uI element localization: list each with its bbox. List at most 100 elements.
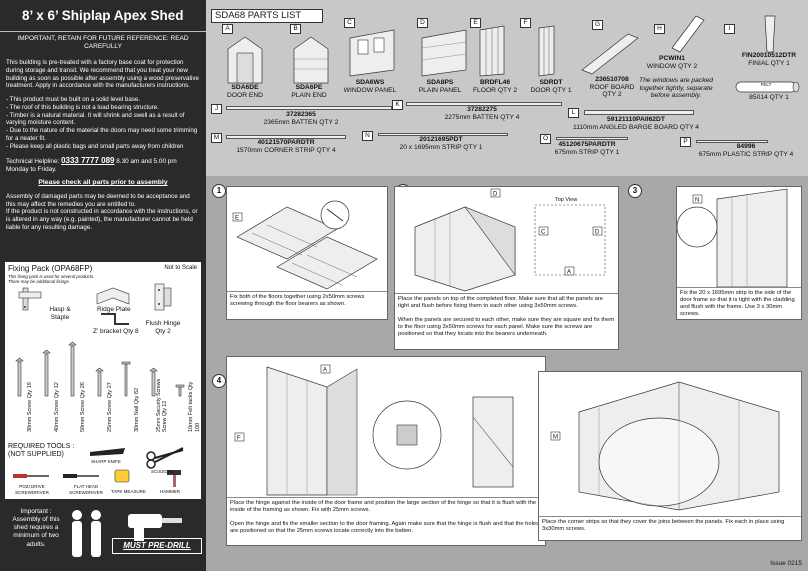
scissors-icon xyxy=(146,447,184,469)
svg-text:F: F xyxy=(237,436,241,442)
svg-text:M: M xyxy=(553,435,558,441)
part-letter: C xyxy=(344,18,355,28)
part-code: 59121110PAII62DT xyxy=(607,116,665,123)
part-code: 20121695PDT xyxy=(419,136,463,143)
fixing-pack-box: Fixing Pack (OPA68FP) Not to Scale This … xyxy=(5,262,201,445)
svg-text:N: N xyxy=(695,198,699,204)
damaged-parts-text: Assembly of damaged parts may be deemed … xyxy=(6,192,190,208)
tape-measure-icon xyxy=(114,469,130,483)
tool-label: TAPE MEASURE xyxy=(111,489,146,494)
part-name: PLAIN PANEL xyxy=(418,86,462,94)
part-code: BRDFL46 xyxy=(479,79,511,86)
tools-subtitle: (NOT SUPPLIED) xyxy=(8,451,64,458)
flush-hinge-label: Flush Hinge Qty 2 xyxy=(145,320,181,336)
retain-notice: IMPORTANT, RETAIN FOR FUTURE REFERENCE: … xyxy=(17,34,189,50)
step-5-caption: Place the corner strips so that they cov… xyxy=(539,516,801,540)
screw-label: 30mm Screw Qty 19 xyxy=(27,382,33,432)
part-code: 84996 xyxy=(736,143,756,150)
part-letter: L xyxy=(568,108,579,118)
part-code: SDA6WS xyxy=(355,79,385,86)
window-icon xyxy=(671,15,705,53)
part-letter: D xyxy=(417,18,428,28)
part-letter: M xyxy=(211,133,222,143)
part-code: 45120675PARDTR xyxy=(558,141,616,148)
part-code: 236510708 xyxy=(595,76,629,83)
screw-label: 30mm Nail Qty 82 xyxy=(134,387,140,432)
page-title: 8’ x 6’ Shiplap Apex Shed xyxy=(22,8,184,23)
part-letter: P xyxy=(680,137,691,147)
part-name: FLOOR QTY 2 xyxy=(472,86,518,94)
two-adults-notice: Important : Assembly of this shed requir… xyxy=(12,508,60,548)
check-parts-notice: Please check all parts prior to assembly xyxy=(38,179,168,187)
svg-text:D: D xyxy=(595,230,600,236)
issue-number: Issue 0215 xyxy=(770,560,802,567)
part-name: 2365mm BATTEN QTY 2 xyxy=(263,118,339,126)
bullet-item: - This product must be built on a solid … xyxy=(6,96,141,104)
step-4-caption: Place the hinge against the inside of th… xyxy=(227,497,545,545)
step-number: 1 xyxy=(212,184,226,198)
barge-board-strip xyxy=(584,110,694,115)
part-code: FIN20010512DTR xyxy=(741,52,797,59)
window-panel-icon xyxy=(349,29,395,77)
screw-label: 25mm Security Screws Screw Qty 12 xyxy=(156,378,168,432)
part-letter: F xyxy=(520,18,531,28)
part-name: 20 x 1695mm STRIP QTY 1 xyxy=(399,143,483,151)
part-letter: O xyxy=(540,134,551,144)
two-people-icon xyxy=(72,510,101,557)
part-name: 2275mm BATTEN QTY 4 xyxy=(444,113,520,121)
door-icon xyxy=(538,25,555,77)
tools-illustration xyxy=(13,447,184,487)
part-name: PLAIN END xyxy=(291,91,327,99)
tool-label: HAMMER xyxy=(160,489,180,494)
part-name: WINDOW QTY 2 xyxy=(646,62,698,70)
svg-text:A: A xyxy=(567,270,571,276)
part-name: 675mm STRIP QTY 1 xyxy=(554,148,620,156)
step-number: 3 xyxy=(628,184,642,198)
step-1-panel: E Fix both of the floors together using … xyxy=(226,186,388,320)
part-letter: H xyxy=(654,24,665,34)
part-code: SDA6DE xyxy=(231,84,259,91)
helpline-number[interactable]: 0333 7777 089 xyxy=(61,156,115,166)
fixings-illustration xyxy=(15,283,185,397)
part-letter: I xyxy=(724,24,735,34)
must-pre-drill-notice: MUST PRE-DRILL xyxy=(112,538,202,554)
felt-code: 85014 QTY 1 xyxy=(749,94,789,101)
part-name: WINDOW PANEL xyxy=(343,86,397,94)
step-2-caption: Place the panels on top of the completed… xyxy=(395,293,618,349)
top-view-label: Top View xyxy=(555,197,578,203)
tool-label: SCISSORS xyxy=(151,469,175,474)
door-strip-illustration: N xyxy=(676,188,788,288)
step-3-caption: Fix the 20 x 1695mm strip to the side of… xyxy=(677,287,801,319)
roof-board-icon xyxy=(581,33,639,75)
screw-label: 10mm Felt tacks Qty 100 xyxy=(188,381,201,432)
drill-icon xyxy=(128,514,182,541)
part-code: SDA8PS xyxy=(426,79,454,86)
liability-text: If the product is not constructed in acc… xyxy=(6,208,198,231)
tool-label: FLAT HEAD SCREWDRIVER xyxy=(69,484,103,495)
step-5-panel: M Place the corner strips so that they c… xyxy=(538,371,802,541)
tool-label: POZI DRIVE SCREWDRIVER xyxy=(15,484,49,495)
screwdriver-icon xyxy=(13,474,49,478)
felt-roll-icon xyxy=(735,81,800,93)
corner-strip-illustration: M xyxy=(550,381,780,511)
step-2-panel: C D A D Top View Place the panels on top… xyxy=(394,186,619,350)
step-number: 4 xyxy=(212,374,226,388)
svg-text:E: E xyxy=(235,216,239,222)
felt-label: FELT xyxy=(760,82,772,87)
parts-list-title: SDA68 PARTS LIST xyxy=(211,9,323,23)
panel-assembly-illustration: C D A D xyxy=(414,188,606,292)
plastic-strip xyxy=(696,140,768,143)
hinge-illustration: F A xyxy=(234,364,514,496)
batten-2365-strip xyxy=(226,106,392,110)
